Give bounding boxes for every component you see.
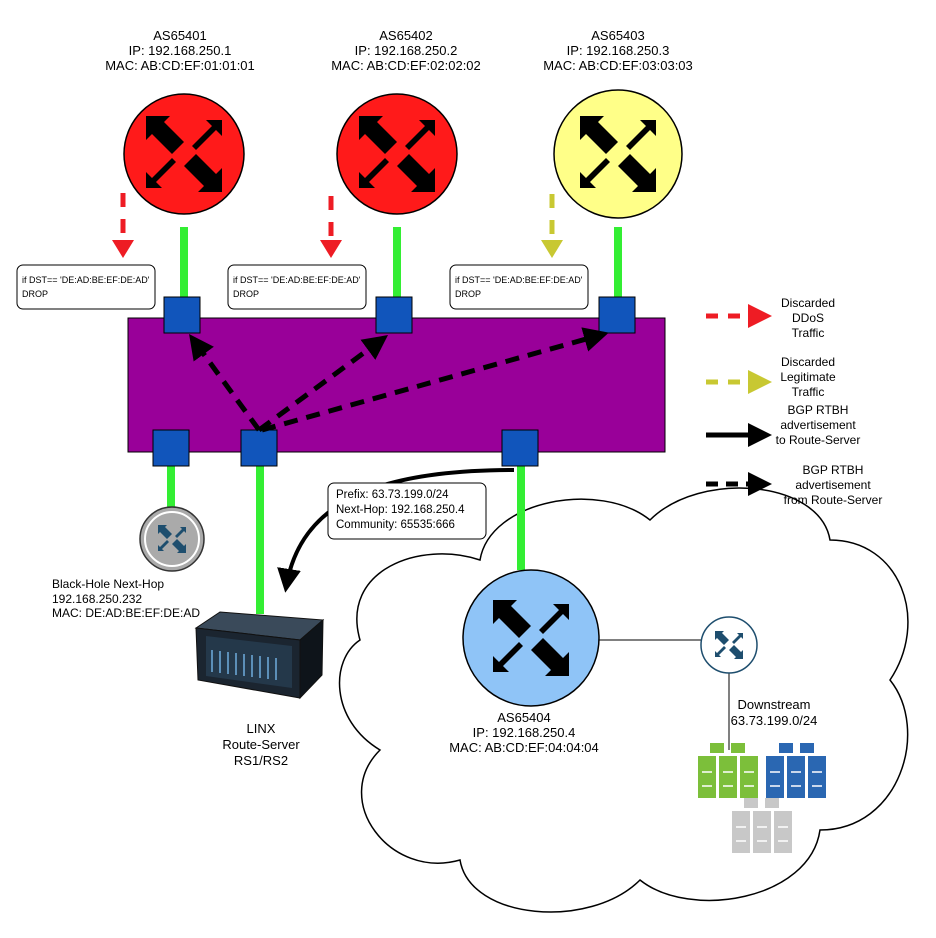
advertisement-box: Prefix: 63.73.199.0/24 Next-Hop: 192.168… bbox=[327, 482, 487, 540]
as65403-name: AS65403 bbox=[591, 28, 645, 43]
ddos-arrow-as65401 bbox=[112, 193, 134, 258]
route-server-appliance bbox=[194, 611, 325, 700]
filter-line2: DROP bbox=[455, 289, 481, 299]
as65402-ip: IP: 192.168.250.2 bbox=[355, 43, 458, 58]
legend-to-rs: BGP RTBH advertisement to Route-Server bbox=[706, 403, 860, 447]
as65401-mac: MAC: AB:CD:EF:01:01:01 bbox=[105, 58, 255, 73]
server-rack-green bbox=[698, 743, 758, 798]
adv-prefix: Prefix: 63.73.199.0/24 bbox=[336, 489, 449, 501]
legend-from-rs: BGP RTBH advertisement from Route-Server bbox=[706, 463, 882, 507]
legend-to-rs-line3: to Route-Server bbox=[776, 433, 861, 447]
legend-ddos-line1: Discarded bbox=[781, 296, 835, 310]
bgp-from-rs-arrows bbox=[189, 327, 609, 433]
filter-box-as65401: if DST== 'DE:AD:BE:EF:DE:AD' DROP bbox=[16, 264, 156, 310]
legend-ddos-line2: DDoS bbox=[792, 311, 824, 325]
legend-from-rs-line3: from Route-Server bbox=[784, 493, 883, 507]
port-as65403 bbox=[598, 296, 636, 334]
blackhole-line1: Black-Hole Next-Hop bbox=[52, 577, 164, 591]
server-rack-blue bbox=[766, 743, 826, 798]
legend: Discarded DDoS Traffic Discarded Legitim… bbox=[706, 296, 882, 507]
route-server-line2: Route-Server bbox=[222, 737, 300, 752]
link-as65401 bbox=[180, 227, 188, 299]
as65404-name: AS65404 bbox=[497, 710, 551, 725]
legend-legit-line2: Legitimate bbox=[780, 370, 836, 384]
filter-line1: if DST== 'DE:AD:BE:EF:DE:AD' bbox=[22, 275, 150, 285]
as65403-mac: MAC: AB:CD:EF:03:03:03 bbox=[543, 58, 693, 73]
server-rack-gray bbox=[732, 798, 792, 853]
downstream-router bbox=[700, 616, 758, 674]
as65401-ip: IP: 192.168.250.1 bbox=[129, 43, 232, 58]
as65404-cloud bbox=[338, 487, 909, 913]
route-server-line1: LINX bbox=[247, 721, 276, 736]
filter-line2: DROP bbox=[233, 289, 259, 299]
link-as65403 bbox=[614, 227, 622, 299]
as65402-name: AS65402 bbox=[379, 28, 433, 43]
filter-box-as65403: if DST== 'DE:AD:BE:EF:DE:AD' DROP bbox=[449, 264, 589, 310]
link-as65402 bbox=[393, 227, 401, 299]
legend-to-rs-line1: BGP RTBH bbox=[788, 403, 849, 417]
legend-legit: Discarded Legitimate Traffic bbox=[706, 355, 836, 399]
as65401-name: AS65401 bbox=[153, 28, 207, 43]
adv-community: Community: 65535:666 bbox=[336, 519, 455, 531]
downstream-line2: 63.73.199.0/24 bbox=[731, 713, 818, 728]
legend-legit-line3: Traffic bbox=[792, 385, 825, 399]
link-as65404 bbox=[517, 466, 525, 570]
filter-line2: DROP bbox=[22, 289, 48, 299]
ports bbox=[152, 296, 636, 467]
route-server-line3: RS1/RS2 bbox=[234, 753, 288, 768]
port-route-server bbox=[240, 429, 278, 467]
as65403-ip: IP: 192.168.250.3 bbox=[567, 43, 670, 58]
as65404-mac: MAC: AB:CD:EF:04:04:04 bbox=[449, 740, 599, 755]
downstream-line1: Downstream bbox=[738, 697, 811, 712]
blackhole-line3: MAC: DE:AD:BE:EF:DE:AD bbox=[52, 606, 200, 620]
filter-line1: if DST== 'DE:AD:BE:EF:DE:AD' bbox=[233, 275, 361, 285]
legend-to-rs-line2: advertisement bbox=[780, 418, 856, 432]
filter-line1: if DST== 'DE:AD:BE:EF:DE:AD' bbox=[455, 275, 583, 285]
link-blackhole bbox=[167, 466, 175, 516]
as65402-mac: MAC: AB:CD:EF:02:02:02 bbox=[331, 58, 481, 73]
links bbox=[167, 227, 622, 614]
ddos-arrow-as65402 bbox=[320, 196, 342, 258]
port-as65404 bbox=[501, 429, 539, 467]
adv-next-hop: Next-Hop: 192.168.250.4 bbox=[336, 504, 465, 516]
legit-arrow-as65403 bbox=[541, 194, 563, 258]
router-as65402 bbox=[336, 93, 458, 215]
legend-legit-line1: Discarded bbox=[781, 355, 835, 369]
router-as65403 bbox=[553, 89, 683, 219]
port-as65401 bbox=[163, 296, 201, 334]
link-route-server bbox=[256, 466, 264, 614]
legend-ddos: Discarded DDoS Traffic bbox=[706, 296, 835, 340]
legend-from-rs-line2: advertisement bbox=[795, 478, 871, 492]
as65404-ip: IP: 192.168.250.4 bbox=[473, 725, 576, 740]
router-as65401 bbox=[123, 93, 245, 215]
legend-from-rs-line1: BGP RTBH bbox=[803, 463, 864, 477]
filter-box-as65402: if DST== 'DE:AD:BE:EF:DE:AD' DROP bbox=[227, 264, 367, 310]
legend-ddos-line3: Traffic bbox=[792, 326, 825, 340]
port-as65402 bbox=[375, 296, 413, 334]
blackhole-line2: 192.168.250.232 bbox=[52, 592, 142, 606]
port-blackhole bbox=[152, 429, 190, 467]
blackhole-router bbox=[139, 506, 205, 572]
router-as65404 bbox=[462, 569, 600, 707]
